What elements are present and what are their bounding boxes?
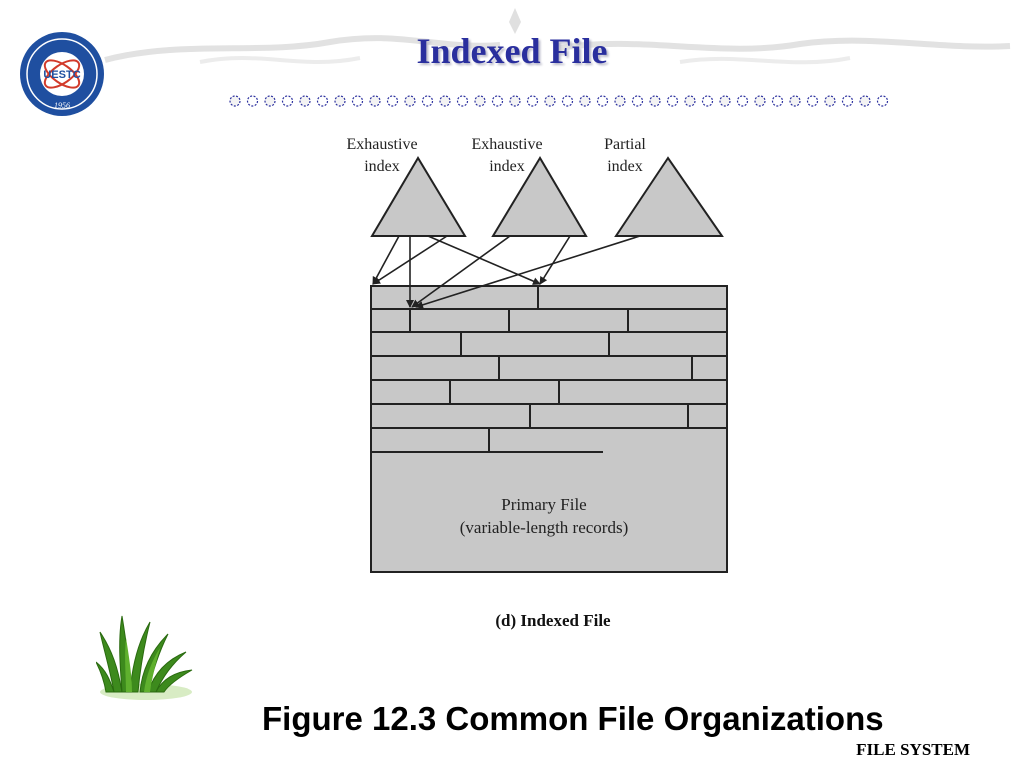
divider-dot <box>421 95 434 107</box>
divider-dot <box>456 95 469 107</box>
divider-dot <box>439 95 451 107</box>
divider-dot <box>299 95 311 107</box>
divider-dot <box>859 95 871 107</box>
divider-dot <box>509 95 521 107</box>
divider-dot <box>544 95 556 107</box>
pointer-arrow <box>427 235 541 285</box>
primary-file-label: Primary File <box>501 495 586 514</box>
divider-dot <box>229 95 241 107</box>
index-label-3-line1: Partial <box>604 136 646 153</box>
divider-dot <box>666 95 679 107</box>
indexed-file-diagram: Exhaustive index Exhaustive index Partia… <box>346 136 728 630</box>
divider-dot <box>789 95 801 107</box>
divider-dot <box>614 95 626 107</box>
divider-dot <box>701 95 714 107</box>
diagram-subcaption: (d) Indexed File <box>495 611 611 630</box>
divider-dot <box>386 95 399 107</box>
dotted-divider <box>229 95 889 107</box>
index-label-2-line1: Exhaustive <box>471 136 542 153</box>
divider-dot <box>649 95 661 107</box>
divider-dot <box>264 95 276 107</box>
divider-dot <box>491 95 504 107</box>
grass-illustration <box>96 615 193 700</box>
divider-dot <box>246 95 259 107</box>
pointer-arrow <box>372 235 448 285</box>
divider-dot <box>334 95 346 107</box>
divider-dot <box>316 95 329 107</box>
record-row-lines <box>371 308 727 453</box>
divider-dot <box>561 95 574 107</box>
divider-dot <box>351 95 364 107</box>
uestc-logo: UESTC 1956 <box>20 32 104 116</box>
partial-index-triangle <box>614 156 724 237</box>
exhaustive-index-triangle-2 <box>491 156 588 237</box>
index-pointers <box>372 235 641 309</box>
divider-dot <box>719 95 731 107</box>
record-boundaries <box>409 286 693 452</box>
divider-dot <box>736 95 749 107</box>
logo-year: 1956 <box>54 101 70 110</box>
index-label-2-line2: index <box>489 158 525 175</box>
logo-text: UESTC <box>43 69 80 81</box>
divider-dot <box>526 95 539 107</box>
divider-dot <box>841 95 854 107</box>
slide-title: Indexed File <box>416 31 608 71</box>
divider-dot <box>474 95 486 107</box>
exhaustive-index-triangle-1 <box>370 156 467 237</box>
divider-dot <box>281 95 294 107</box>
divider-dot <box>404 95 416 107</box>
primary-file-sublabel: (variable-length records) <box>460 518 629 537</box>
divider-dot <box>876 95 889 107</box>
index-label-1-line2: index <box>364 158 400 175</box>
divider-dot <box>754 95 766 107</box>
pointer-arrow <box>539 235 571 285</box>
divider-dot <box>771 95 784 107</box>
index-label-3-line2: index <box>607 158 643 175</box>
footer-label: FILE SYSTEM <box>856 740 970 759</box>
pointer-arrow <box>415 235 641 309</box>
divider-dot <box>684 95 696 107</box>
pointer-arrow <box>411 235 511 308</box>
index-label-1-line1: Exhaustive <box>346 136 417 153</box>
header-decoration <box>104 8 1011 65</box>
figure-caption: Figure 12.3 Common File Organizations <box>262 700 884 737</box>
divider-dot <box>631 95 644 107</box>
divider-dot <box>369 95 381 107</box>
divider-dot <box>579 95 591 107</box>
divider-dot <box>824 95 836 107</box>
divider-dot <box>596 95 609 107</box>
divider-dot <box>806 95 819 107</box>
pointer-arrow <box>372 235 400 285</box>
